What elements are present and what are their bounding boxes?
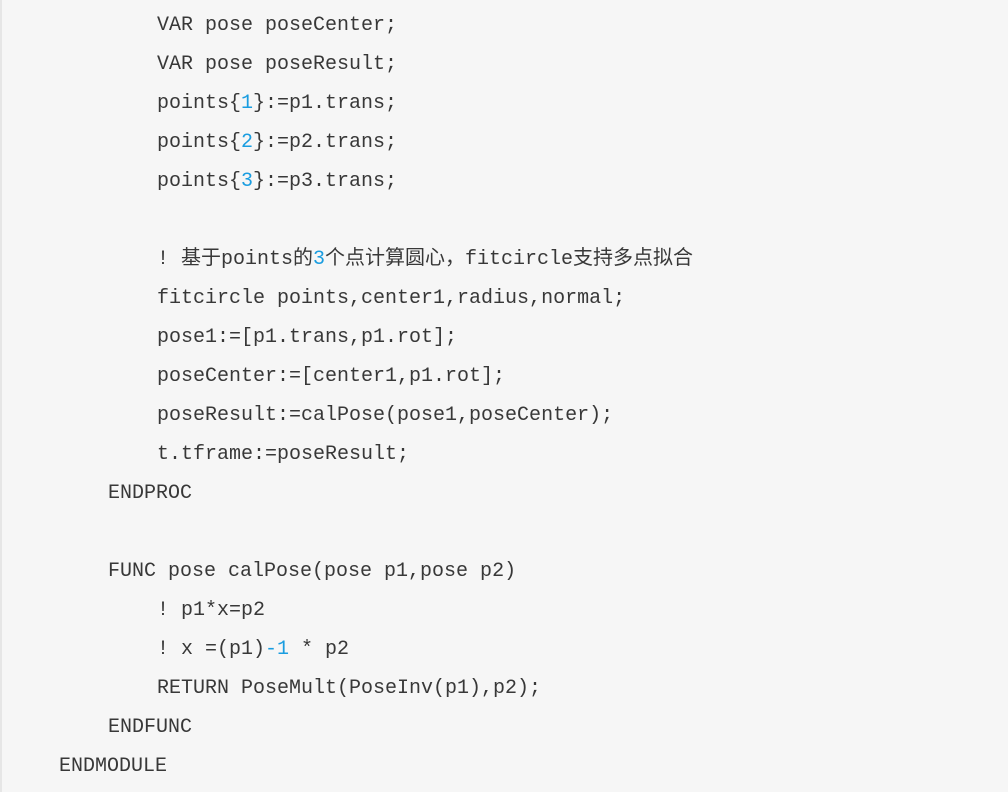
code-text: VAR pose poseResult; <box>157 53 398 76</box>
code-text: }:=p3.trans; <box>253 170 398 193</box>
code-text: 个点计算圆心，fitcircle支持多点拟合 <box>325 248 694 271</box>
code-line: poseResult:=calPose(pose1,poseCenter); <box>157 396 613 435</box>
code-text: VAR pose poseCenter; <box>157 14 398 37</box>
number-literal: 2 <box>241 131 254 154</box>
code-line: FUNC pose calPose(pose p1,pose p2) <box>108 552 516 591</box>
number-literal: 3 <box>313 248 326 271</box>
code-line: points{2}:=p2.trans; <box>157 123 397 162</box>
code-text: }:=p1.trans; <box>253 92 398 115</box>
number-literal: 3 <box>241 170 254 193</box>
number-literal: -1 <box>265 638 290 661</box>
code-line: points{3}:=p3.trans; <box>157 162 397 201</box>
code-line: points{1}:=p1.trans; <box>157 84 397 123</box>
code-text: ENDPROC <box>108 482 193 505</box>
code-line: t.tframe:=poseResult; <box>157 435 409 474</box>
code-line: VAR pose poseResult; <box>157 45 397 84</box>
code-text: points{ <box>157 92 242 115</box>
code-text: ENDMODULE <box>59 755 168 778</box>
code-line: ! x =(p1)-1 * p2 <box>157 630 349 669</box>
code-text: ENDFUNC <box>108 716 193 739</box>
code-text: * p2 <box>289 638 350 661</box>
code-line: ! p1*x=p2 <box>157 591 265 630</box>
code-text: poseCenter:=[center1,p1.rot]; <box>157 365 506 388</box>
number-literal: 1 <box>241 92 254 115</box>
code-text: points{ <box>157 170 242 193</box>
code-text: ! x =(p1) <box>157 638 266 661</box>
code-line: poseCenter:=[center1,p1.rot]; <box>157 357 505 396</box>
code-line: ENDMODULE <box>59 747 167 786</box>
code-line: VAR pose poseCenter; <box>157 6 397 45</box>
code-text: ! 基于points的 <box>157 248 314 271</box>
code-line: ENDFUNC <box>108 708 192 747</box>
code-text: points{ <box>157 131 242 154</box>
code-text: RETURN PoseMult(PoseInv(p1),p2); <box>157 677 542 700</box>
code-text: poseResult:=calPose(pose1,poseCenter); <box>157 404 614 427</box>
code-text: t.tframe:=poseResult; <box>157 443 410 466</box>
code-text: }:=p2.trans; <box>253 131 398 154</box>
code-line: RETURN PoseMult(PoseInv(p1),p2); <box>157 669 541 708</box>
code-text: fitcircle points,center1,radius,normal; <box>157 287 626 310</box>
code-text: ! p1*x=p2 <box>157 599 266 622</box>
code-text: pose1:=[p1.trans,p1.rot]; <box>157 326 458 349</box>
code-line: pose1:=[p1.trans,p1.rot]; <box>157 318 457 357</box>
code-line: fitcircle points,center1,radius,normal; <box>157 279 625 318</box>
code-line: ! 基于points的3个点计算圆心，fitcircle支持多点拟合 <box>157 240 693 279</box>
code-text: FUNC pose calPose(pose p1,pose p2) <box>108 560 517 583</box>
code-line: ENDPROC <box>108 474 192 513</box>
